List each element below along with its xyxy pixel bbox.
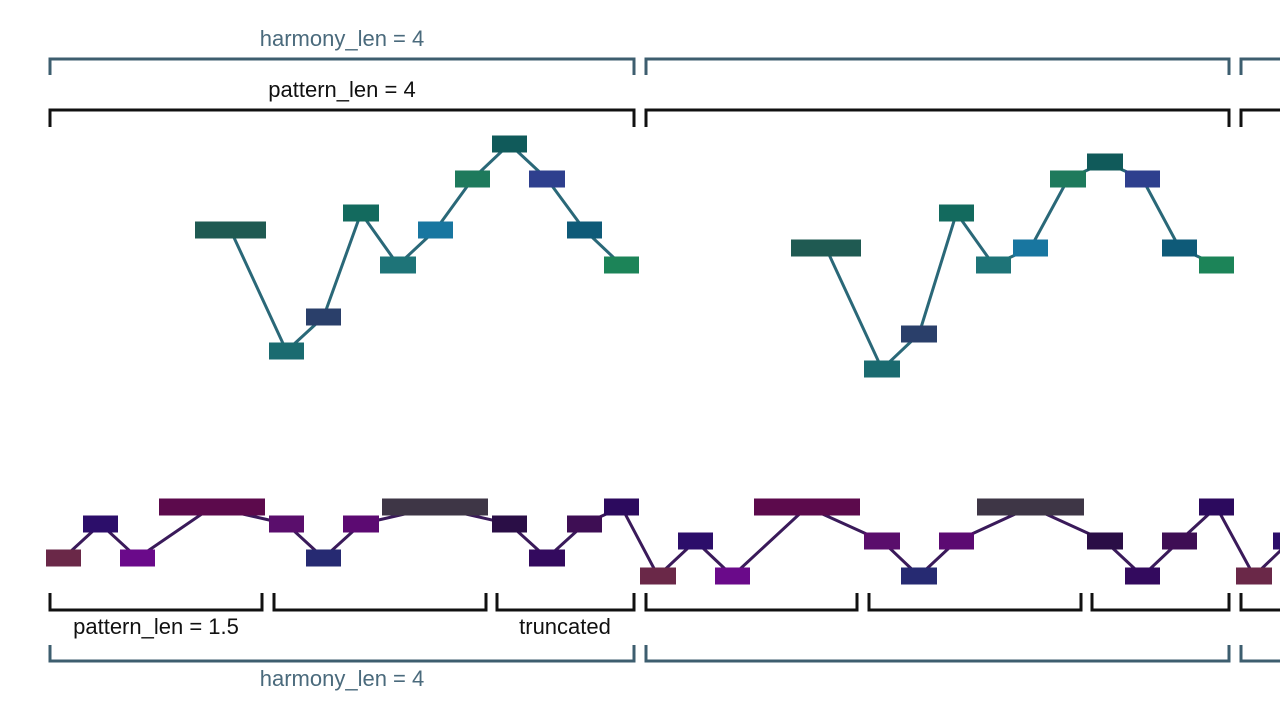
melody-note bbox=[120, 550, 155, 567]
melody-note bbox=[195, 222, 266, 239]
melody-note bbox=[901, 568, 937, 585]
melody-note bbox=[1050, 171, 1086, 188]
bottom-pattern-bracket bbox=[50, 593, 262, 610]
melody-note bbox=[939, 533, 974, 550]
melody-note bbox=[1199, 499, 1234, 516]
melody-note bbox=[976, 257, 1011, 274]
melody-note bbox=[492, 136, 527, 153]
bottom-pattern-bracket bbox=[274, 593, 486, 610]
melody-note bbox=[1125, 568, 1160, 585]
bottom-pattern-label: pattern_len = 1.5 bbox=[73, 614, 239, 639]
melody-note bbox=[269, 343, 304, 360]
melody-note bbox=[529, 171, 565, 188]
melody-note bbox=[418, 222, 453, 239]
bottom-pattern-bracket bbox=[869, 593, 1081, 610]
melody-note bbox=[1273, 533, 1280, 550]
bottom-pattern-bracket bbox=[497, 593, 634, 610]
bottom-pattern-bracket bbox=[1092, 593, 1229, 610]
melody-contour bbox=[826, 162, 1217, 369]
melody-note bbox=[791, 240, 861, 257]
melody-note bbox=[529, 550, 565, 567]
bottom-harmony-bracket bbox=[50, 645, 634, 661]
bottom-pattern-bracket bbox=[646, 593, 857, 610]
top-pattern-label: pattern_len = 4 bbox=[268, 77, 415, 102]
melody-note bbox=[1162, 240, 1197, 257]
melody-note bbox=[455, 171, 490, 188]
melody-note bbox=[159, 499, 265, 516]
melody-note bbox=[939, 205, 974, 222]
melody-note bbox=[754, 499, 860, 516]
bottom-harmony-brackets bbox=[50, 645, 1280, 661]
top-pattern-bracket bbox=[50, 110, 634, 127]
melody-note bbox=[1199, 257, 1234, 274]
melody-note bbox=[864, 533, 900, 550]
melody-note bbox=[1125, 171, 1160, 188]
melody-note bbox=[1236, 568, 1272, 585]
melody-note bbox=[604, 499, 639, 516]
melody-note bbox=[269, 516, 304, 533]
top-harmony-bracket bbox=[646, 59, 1229, 75]
top-harmony-brackets bbox=[50, 59, 1280, 75]
melody-note bbox=[864, 361, 900, 378]
melody-note bbox=[306, 550, 341, 567]
bottom-pattern-brackets bbox=[50, 593, 1280, 610]
melody-note bbox=[306, 309, 341, 326]
top-harmony-bracket bbox=[1241, 59, 1280, 75]
melody-note bbox=[380, 257, 416, 274]
melody-note bbox=[1013, 240, 1048, 257]
bottom-harmony-bracket bbox=[1241, 645, 1280, 661]
lower-melody-notes bbox=[46, 499, 1280, 585]
melody-note bbox=[567, 516, 602, 533]
bottom-harmony-label: harmony_len = 4 bbox=[260, 666, 425, 691]
top-harmony-bracket bbox=[50, 59, 634, 75]
top-pattern-bracket bbox=[646, 110, 1229, 127]
melody-note bbox=[640, 568, 676, 585]
melody-note bbox=[343, 516, 379, 533]
bottom-harmony-bracket bbox=[646, 645, 1229, 661]
top-pattern-bracket bbox=[1241, 110, 1280, 127]
melody-note bbox=[343, 205, 379, 222]
upper-melody-notes bbox=[195, 136, 1234, 378]
top-harmony-label: harmony_len = 4 bbox=[260, 26, 425, 51]
truncated-label: truncated bbox=[519, 614, 611, 639]
melody-note bbox=[1162, 533, 1197, 550]
melody-note bbox=[1087, 154, 1123, 171]
melody-note bbox=[83, 516, 118, 533]
melody-note bbox=[492, 516, 527, 533]
melody-note bbox=[604, 257, 639, 274]
top-pattern-brackets bbox=[50, 110, 1280, 127]
melody-note bbox=[901, 326, 937, 343]
melody-note bbox=[678, 533, 713, 550]
melody-note bbox=[977, 499, 1084, 516]
melody-note bbox=[46, 550, 81, 567]
melody-note bbox=[567, 222, 602, 239]
bottom-pattern-bracket bbox=[1241, 593, 1280, 610]
melody-note bbox=[382, 499, 488, 516]
melody-note bbox=[715, 568, 750, 585]
melody-note bbox=[1087, 533, 1123, 550]
